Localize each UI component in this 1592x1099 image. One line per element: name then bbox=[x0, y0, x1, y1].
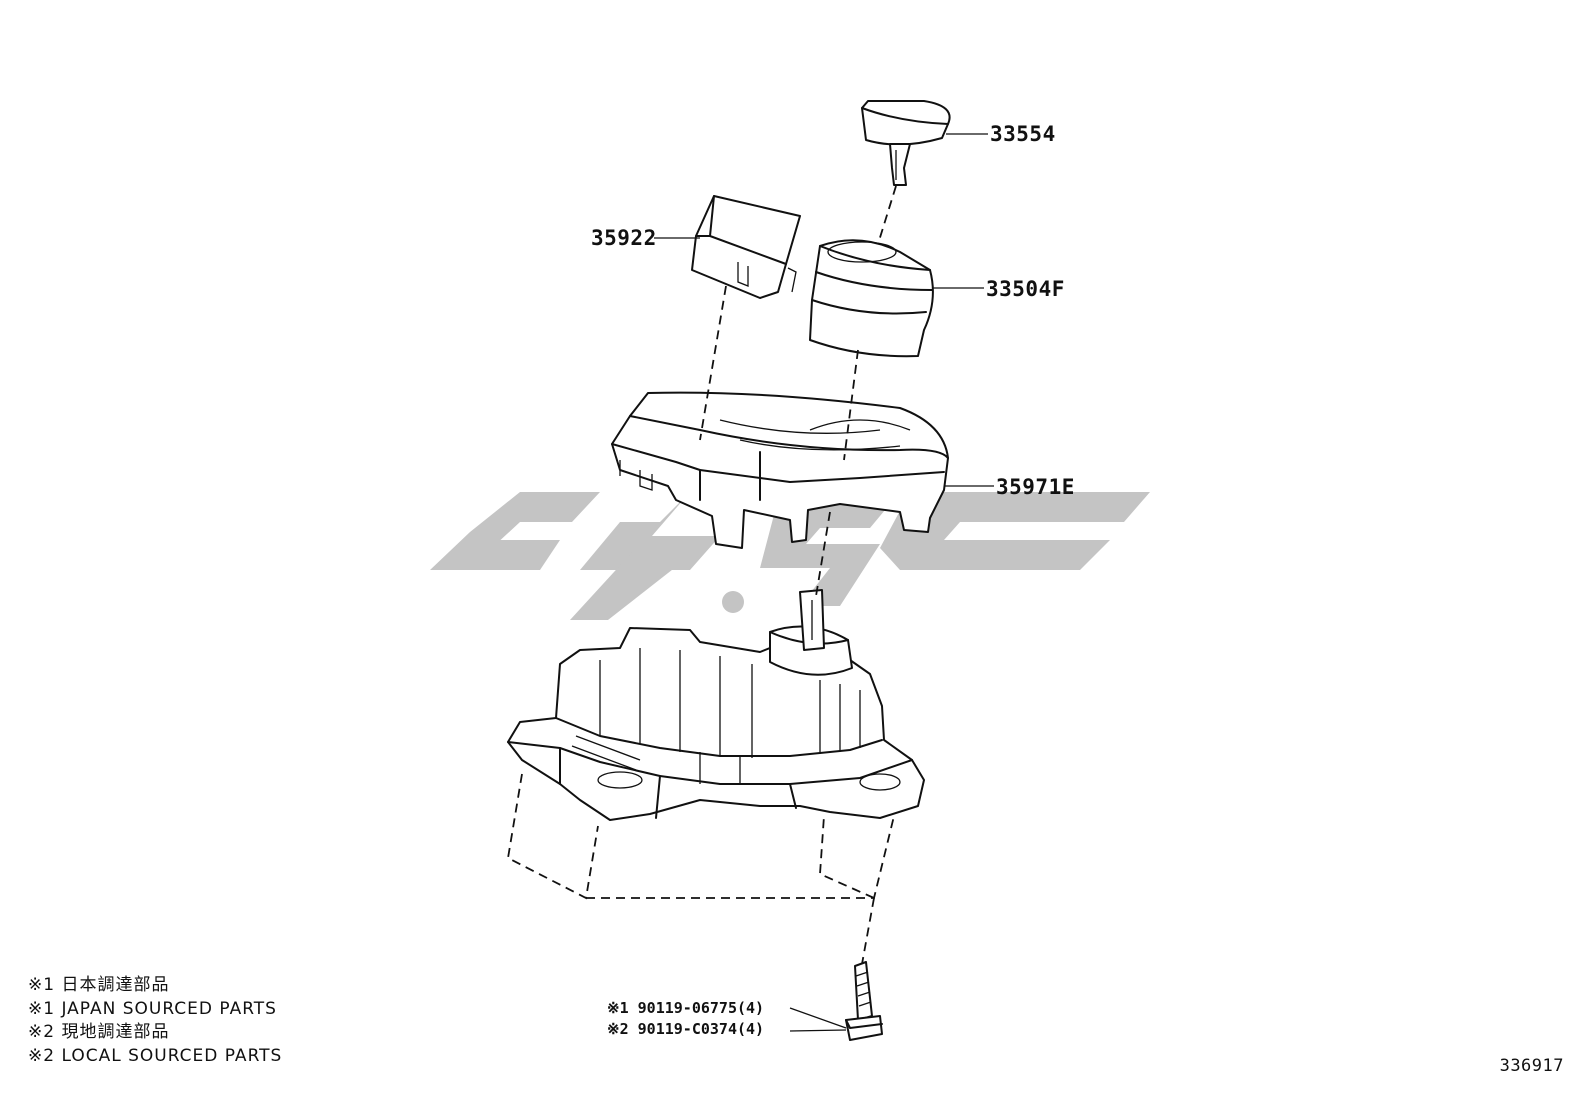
leader-lines bbox=[654, 133, 994, 1032]
knob-33554 bbox=[861, 100, 951, 186]
part-label-35922: 35922 bbox=[591, 226, 657, 250]
diagram-reference-number: 336917 bbox=[1499, 1056, 1564, 1076]
bolt-label-japan-number: 90119-06775(4) bbox=[637, 999, 765, 1017]
legend-line: ※1 日本調達部品 bbox=[28, 975, 170, 995]
part-label-33554: 33554 bbox=[990, 122, 1056, 146]
part-label-33504F: 33504F bbox=[986, 277, 1065, 301]
bolt-part-labels: ※1 90119-06775(4) ※2 90119-C0374(4) bbox=[607, 998, 764, 1040]
sourcing-legend: ※1 日本調達部品 ※1 JAPAN SOURCED PARTS ※2 現地調達… bbox=[28, 974, 282, 1068]
watermark-logo bbox=[430, 492, 1150, 620]
bolt-label-japan: ※1 90119-06775(4) bbox=[607, 998, 764, 1019]
switch-module-35922 bbox=[691, 195, 801, 299]
bolt-label-local: ※2 90119-C0374(4) bbox=[607, 1019, 764, 1040]
legend-line: ※2 LOCAL SOURCED PARTS bbox=[28, 1045, 283, 1066]
legend-line: ※1 JAPAN SOURCED PARTS bbox=[28, 998, 277, 1019]
bolt-label-local-prefix: ※2 bbox=[607, 1020, 629, 1038]
legend-line: ※2 現地調達部品 bbox=[28, 1022, 170, 1042]
indicator-housing-35971E bbox=[611, 391, 949, 549]
bolt-label-japan-prefix: ※1 bbox=[607, 999, 629, 1017]
shift-boot-33504F bbox=[809, 239, 934, 358]
shift-lever-base-assembly bbox=[507, 589, 925, 821]
assembly-dashed-lines bbox=[507, 185, 897, 965]
bolt bbox=[845, 961, 883, 1041]
bolt-label-local-number: 90119-C0374(4) bbox=[637, 1020, 765, 1038]
part-label-35971E: 35971E bbox=[996, 475, 1075, 499]
